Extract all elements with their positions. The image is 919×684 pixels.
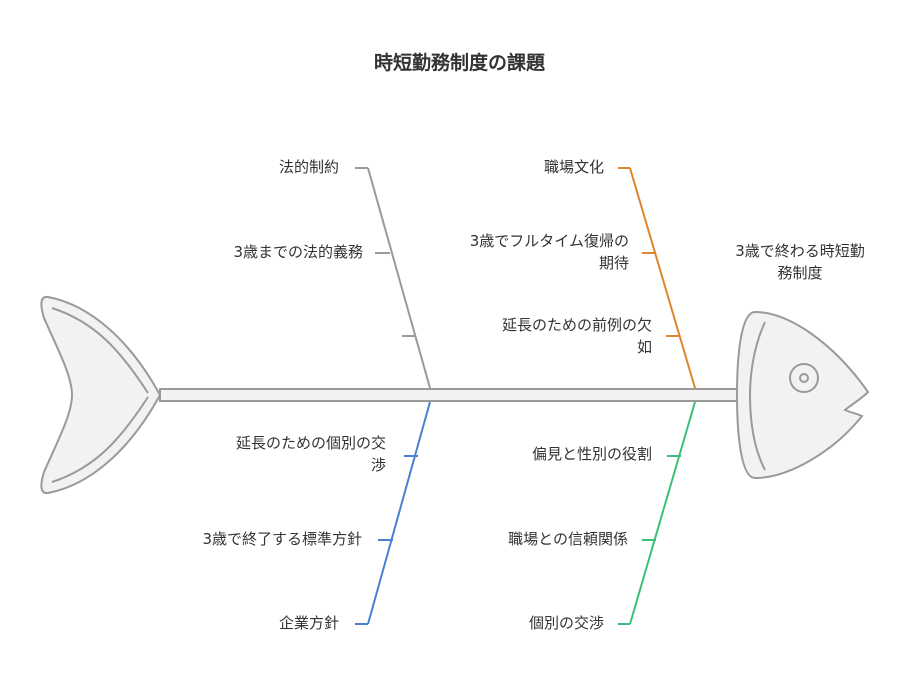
bone-legal — [367, 167, 431, 389]
fish-spine — [159, 388, 744, 402]
cause-social-3: 個別の交渉 — [529, 612, 604, 634]
cause-culture-3-line-1: 延長のための前例の欠 — [501, 316, 652, 334]
cause-company-1-line-2: 渉 — [370, 456, 386, 474]
cause-company-3-line-1: 企業方針 — [278, 614, 339, 632]
fish-tail-inner-curve — [51, 307, 149, 394]
diagram-title: 時短勤務制度の課題 — [373, 52, 545, 74]
fish-pupil — [799, 373, 809, 383]
cause-company-3: 企業方針 — [279, 612, 339, 634]
cause-culture-3: 延長のための前例の欠 如 — [502, 314, 652, 358]
cause-legal-1-line-1: 法的制約 — [278, 158, 339, 176]
bones-group — [355, 167, 696, 625]
cause-legal-2-line-1: 3歳までの法的義務 — [233, 243, 363, 261]
cause-culture-1-line-1: 職場文化 — [543, 158, 604, 176]
cause-social-2-line-1: 職場との信頼関係 — [508, 530, 628, 548]
fish-gill — [748, 321, 766, 471]
cause-social-1: 偏見と性別の役割 — [532, 443, 652, 465]
cause-social-2: 職場との信頼関係 — [508, 528, 628, 550]
cause-legal-2: 3歳までの法的義務 — [233, 241, 363, 263]
cause-company-2: 3歳で終了する標準方針 — [202, 528, 362, 550]
cause-company-1-line-1: 延長のための個別の交 — [235, 434, 386, 452]
cause-company-2-line-1: 3歳で終了する標準方針 — [202, 530, 362, 548]
cause-culture-2-line-1: 3歳でフルタイム復帰の — [469, 232, 629, 250]
cause-company-1: 延長のための個別の交 渉 — [236, 432, 386, 476]
fish-head — [735, 310, 870, 480]
cause-culture-2-line-2: 期待 — [598, 254, 629, 272]
fish-tail-inner-curve-lower — [51, 396, 149, 483]
effect-label-line-1: 3歳で終わる時短勤 — [735, 242, 865, 260]
cause-social-3-line-1: 個別の交渉 — [528, 614, 604, 632]
bone-culture — [629, 167, 696, 389]
fish-tail — [40, 295, 162, 495]
bone-social — [629, 401, 696, 625]
cause-culture-1: 職場文化 — [544, 156, 604, 178]
effect-label: 3歳で終わる時短勤 務制度 — [700, 240, 900, 284]
cause-social-1-line-1: 偏見と性別の役割 — [531, 445, 652, 463]
cause-legal-1: 法的制約 — [279, 156, 339, 178]
effect-label-line-2: 務制度 — [777, 264, 823, 282]
cause-culture-3-line-2: 如 — [636, 338, 652, 356]
bone-company — [367, 401, 431, 625]
cause-culture-2: 3歳でフルタイム復帰の 期待 — [470, 230, 629, 274]
